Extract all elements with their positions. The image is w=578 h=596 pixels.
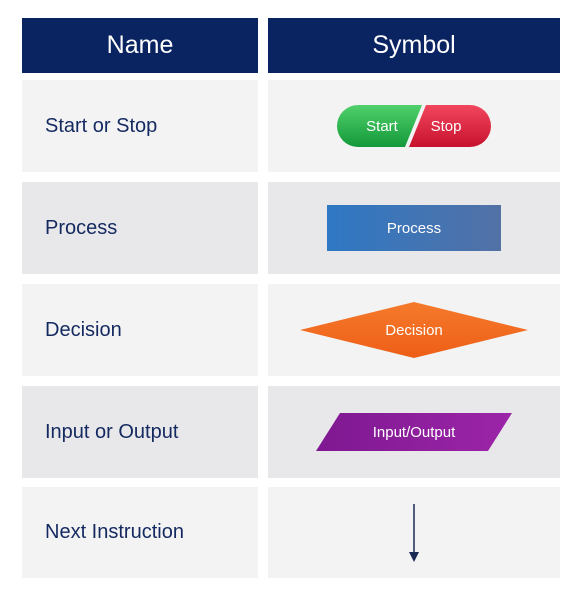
decision-label: Decision	[385, 322, 443, 339]
start-terminator-shape	[337, 105, 422, 147]
input-output-label: Input/Output	[373, 424, 456, 441]
row-label: Next Instruction	[45, 521, 184, 543]
down-arrow-icon	[409, 503, 419, 562]
row-label: Decision	[45, 318, 122, 341]
start-label: Start	[366, 118, 399, 135]
row-label: Input or Output	[45, 420, 179, 443]
process-label: Process	[387, 220, 441, 237]
start-stop-symbol: Start Stop	[337, 105, 491, 147]
input-output-symbol: Input/Output	[316, 413, 512, 451]
header-symbol-label: Symbol	[372, 31, 456, 59]
stop-label: Stop	[431, 118, 462, 135]
row-decision-symbol: Decision	[268, 284, 560, 376]
row-next-instruction-name: Next Instruction	[22, 487, 258, 578]
header-symbol: Symbol	[268, 18, 560, 73]
input-output-parallelogram-shape	[316, 413, 512, 451]
stop-terminator-shape	[409, 105, 491, 147]
row-input-output-symbol: Input/Output	[268, 386, 560, 478]
row-next-instruction-symbol	[268, 487, 560, 578]
row-input-output-name: Input or Output	[22, 386, 258, 478]
row-label: Process	[45, 216, 118, 239]
row-decision-name: Decision	[22, 284, 258, 376]
row-start-stop-name: Start or Stop	[22, 80, 258, 172]
decision-diamond-shape	[300, 302, 528, 358]
header-name-label: Name	[106, 31, 174, 59]
row-label: Start or Stop	[45, 114, 158, 137]
row-start-stop-symbol: Start Stop	[268, 80, 560, 172]
process-rectangle-shape	[327, 205, 501, 251]
decision-symbol: Decision	[300, 302, 528, 358]
process-symbol: Process	[327, 205, 501, 251]
header-name: Name	[22, 18, 258, 73]
row-process-symbol: Process	[268, 182, 560, 274]
row-process-name: Process	[22, 182, 258, 274]
